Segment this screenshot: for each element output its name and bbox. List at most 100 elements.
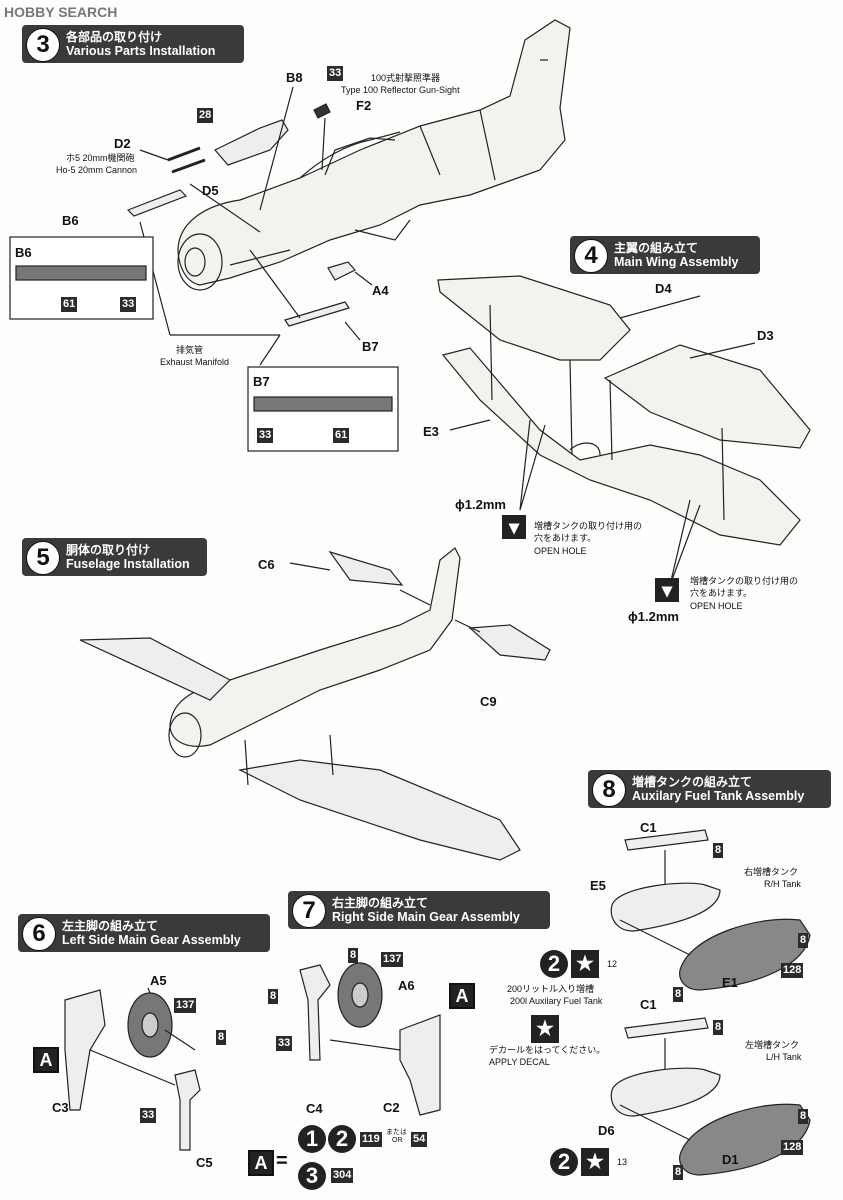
part-label-c5: C5 bbox=[196, 1155, 213, 1170]
part-label-e1: E1 bbox=[722, 975, 738, 990]
paint-badge: 33 bbox=[140, 1108, 157, 1123]
paint-badge: 33 bbox=[276, 1036, 293, 1051]
part-label-d2: D2 bbox=[114, 136, 131, 151]
paint-badge: 8 bbox=[713, 1020, 724, 1035]
color-circle-3: 3 bbox=[298, 1162, 326, 1190]
star-decal-icon: ★ bbox=[581, 1148, 609, 1176]
step-4-header: 4 主翼の組み立て Main Wing Assembly bbox=[570, 236, 760, 274]
step-title-jp: 増槽タンクの組み立て bbox=[632, 775, 753, 789]
paint-badge: 8 bbox=[268, 989, 279, 1004]
part-label-a4: A4 bbox=[372, 283, 389, 298]
assembly-tag-a: A bbox=[33, 1047, 59, 1073]
hole-size-1: ϕ1.2mm bbox=[455, 497, 506, 512]
part-label-c4: C4 bbox=[306, 1101, 323, 1116]
part-label-b6: B6 bbox=[62, 213, 79, 228]
paint-badge: 8 bbox=[798, 1109, 809, 1124]
step4-wing-drawing bbox=[437, 275, 811, 586]
part-label-c9: C9 bbox=[480, 694, 497, 709]
step5-aircraft-drawing bbox=[79, 547, 551, 861]
color-circle-2: 2 bbox=[328, 1125, 356, 1153]
legend-or-jp: または bbox=[386, 1129, 407, 1136]
tank-en: 200l Auxilary Fuel Tank bbox=[510, 996, 603, 1006]
hole-note-en-2: OPEN HOLE bbox=[690, 601, 743, 611]
tank-jp: 200リットル入り増槽 bbox=[507, 984, 595, 994]
paint-badge: 61 bbox=[333, 428, 350, 443]
paint-badge: 128 bbox=[781, 1140, 804, 1155]
part-label-f2: F2 bbox=[356, 98, 372, 113]
hole-note-en-1: OPEN HOLE bbox=[534, 546, 587, 556]
exhaust-jp: 排気管 bbox=[176, 345, 204, 355]
exhaust-en: Exhaust Manifold bbox=[160, 357, 230, 367]
paint-badge: 8 bbox=[673, 1165, 684, 1180]
step-title-en: Fuselage Installation bbox=[66, 557, 190, 571]
paint-badge: 304 bbox=[331, 1168, 354, 1183]
step-title-en: Right Side Main Gear Assembly bbox=[332, 910, 520, 924]
hole-note-jp-2b: 穴をあけます。 bbox=[690, 588, 753, 598]
part-f2 bbox=[313, 103, 331, 119]
color-circle-2: 2 bbox=[550, 1148, 578, 1176]
paint-badge: 33 bbox=[120, 297, 137, 312]
step-number: 8 bbox=[592, 773, 626, 807]
step-title-en: Auxilary Fuel Tank Assembly bbox=[632, 789, 805, 803]
paint-badge: 8 bbox=[348, 948, 359, 963]
star-decal-icon: ★ bbox=[571, 950, 599, 978]
part-b8 bbox=[214, 119, 289, 166]
step-5-header: 5 胴体の取り付け Fuselage Installation bbox=[22, 538, 207, 576]
step-title-jp: 胴体の取り付け bbox=[66, 543, 151, 557]
part-label-d4: D4 bbox=[655, 281, 672, 296]
part-label-d5: D5 bbox=[202, 183, 219, 198]
paint-badge: 119 bbox=[360, 1132, 382, 1147]
part-label-b8: B8 bbox=[286, 70, 303, 85]
part-a4 bbox=[327, 261, 356, 281]
decal-note-en: APPLY DECAL bbox=[489, 1057, 550, 1067]
step-title-en: Left Side Main Gear Assembly bbox=[62, 933, 241, 947]
paint-badge: 33 bbox=[327, 66, 344, 81]
paint-badge: 33 bbox=[257, 428, 274, 443]
lh-tank-jp: 左増槽タンク bbox=[745, 1040, 800, 1050]
step-number: 4 bbox=[574, 239, 608, 273]
detail-title-b6: B6 bbox=[15, 245, 32, 260]
paint-badge: 128 bbox=[781, 963, 804, 978]
step3-fuselage-drawing bbox=[177, 19, 571, 291]
step6-gear-drawing bbox=[64, 987, 201, 1151]
legend-or-en: OR bbox=[392, 1137, 403, 1144]
step-title-jp: 右主脚の組み立て bbox=[332, 896, 429, 910]
paint-badge: 8 bbox=[216, 1030, 227, 1045]
part-label-a6: A6 bbox=[398, 978, 415, 993]
hole-note-jp-1a: 増槽タンクの取り付け用の bbox=[534, 521, 643, 531]
legend-tag-a: A bbox=[248, 1150, 274, 1176]
cannon-jp: ホ5 20mm機関砲 bbox=[66, 153, 135, 163]
part-label-d3: D3 bbox=[757, 328, 774, 343]
step-3-header: 3 各部品の取り付け Various Parts Installation bbox=[22, 25, 244, 63]
step-number: 3 bbox=[26, 28, 60, 62]
step-title-jp: 左主脚の組み立て bbox=[62, 919, 159, 933]
step-number: 6 bbox=[22, 917, 56, 951]
drill-icon: ▾ bbox=[502, 515, 526, 539]
color-circle-1: 1 bbox=[298, 1125, 326, 1153]
part-label-a5: A5 bbox=[150, 973, 167, 988]
part-label-c2: C2 bbox=[383, 1100, 400, 1115]
gunsight-jp: 100式射撃照準器 bbox=[371, 73, 441, 83]
part-label-b7: B7 bbox=[362, 339, 379, 354]
step-title-jp: 主翼の組み立て bbox=[614, 241, 699, 255]
hole-note-jp-1b: 穴をあけます。 bbox=[534, 533, 597, 543]
step-number: 7 bbox=[292, 894, 326, 928]
part-b6 bbox=[126, 189, 188, 217]
rh-tank-jp: 右増槽タンク bbox=[744, 867, 799, 877]
paint-badge: 8 bbox=[673, 987, 684, 1002]
part-label-e3: E3 bbox=[423, 424, 439, 439]
step-title-en: Main Wing Assembly bbox=[614, 255, 739, 269]
part-b7 bbox=[284, 301, 350, 327]
step-6-header: 6 左主脚の組み立て Left Side Main Gear Assembly bbox=[18, 914, 270, 952]
assembly-tag-a: A bbox=[449, 983, 475, 1009]
part-label-c6: C6 bbox=[258, 557, 275, 572]
gunsight-en: Type 100 Reflector Gun-Sight bbox=[341, 85, 460, 95]
step-7-header: 7 右主脚の組み立て Right Side Main Gear Assembly bbox=[288, 891, 550, 929]
decal-number-rh: 12 bbox=[607, 959, 618, 969]
step-title-jp: 各部品の取り付け bbox=[66, 30, 163, 44]
color-circle-2: 2 bbox=[540, 950, 568, 978]
paint-badge: 28 bbox=[197, 108, 214, 123]
paint-badge: 61 bbox=[61, 297, 78, 312]
step7-gear-drawing bbox=[299, 962, 441, 1116]
